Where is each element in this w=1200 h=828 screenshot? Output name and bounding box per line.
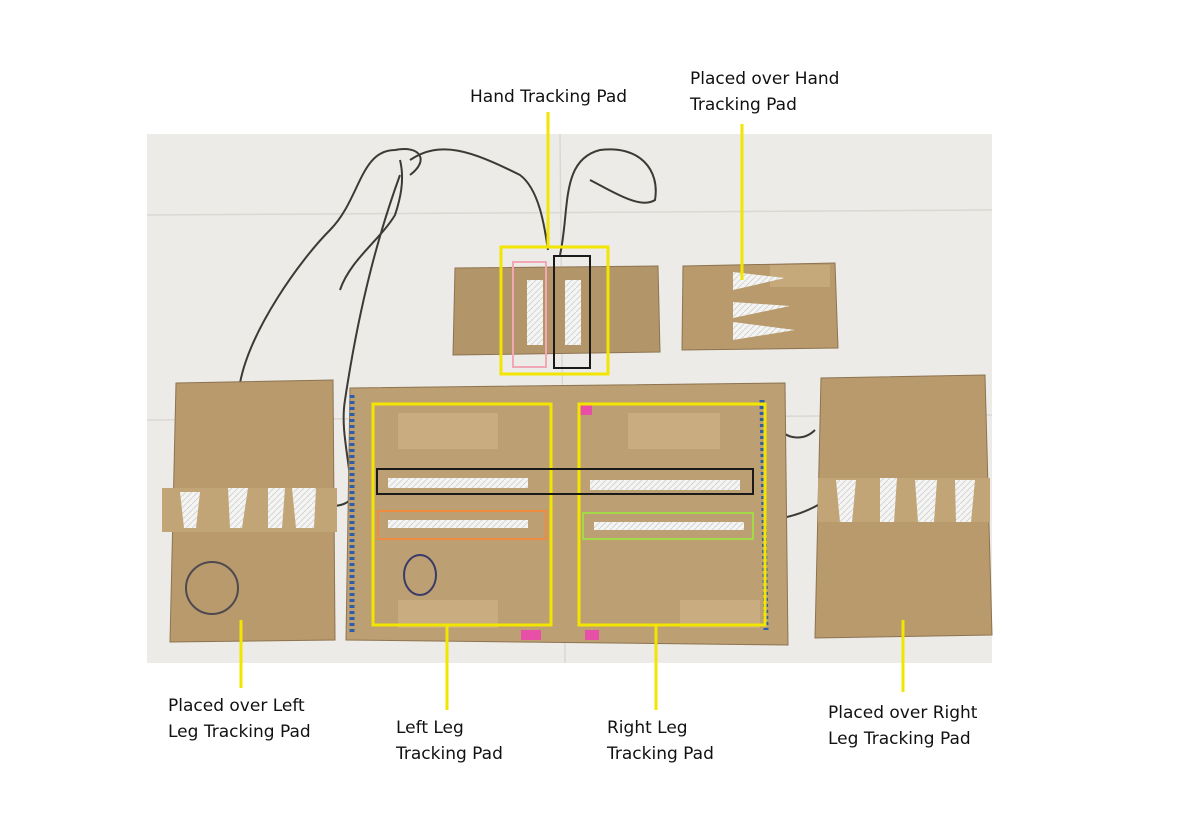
left-lower-strip-box <box>377 510 547 540</box>
hand-pad-left-strip-box <box>512 261 547 368</box>
label-left-leg: Left Leg Tracking Pad <box>396 718 503 764</box>
label-placed-over-right-leg: Placed over Right Leg Tracking Pad <box>828 703 978 749</box>
left-leg-cover-photo <box>162 379 337 643</box>
hand-pad-right-strip-box <box>553 255 591 369</box>
annotation-boxes <box>371 245 767 627</box>
label-placed-over-hand: Placed over Hand Tracking Pad <box>690 69 840 115</box>
label-hand-tracking-pad: Hand Tracking Pad <box>470 87 628 107</box>
right-leg-cover-photo <box>814 374 993 639</box>
hand-tracking-pad-photo <box>452 265 661 356</box>
label-right-leg: Right Leg Tracking Pad <box>607 718 714 764</box>
upper-strip-box <box>376 468 754 495</box>
hand-cover-pad-photo <box>681 262 839 351</box>
hand-pad-box <box>499 245 610 376</box>
right-leg-pad-box <box>577 402 767 627</box>
right-lower-strip-box <box>582 512 754 540</box>
leader-lines <box>239 112 905 710</box>
left-leg-pad-box <box>371 402 553 627</box>
leg-tracking-board-photo <box>345 382 789 646</box>
label-placed-over-left-leg: Placed over Left Leg Tracking Pad <box>168 696 311 742</box>
